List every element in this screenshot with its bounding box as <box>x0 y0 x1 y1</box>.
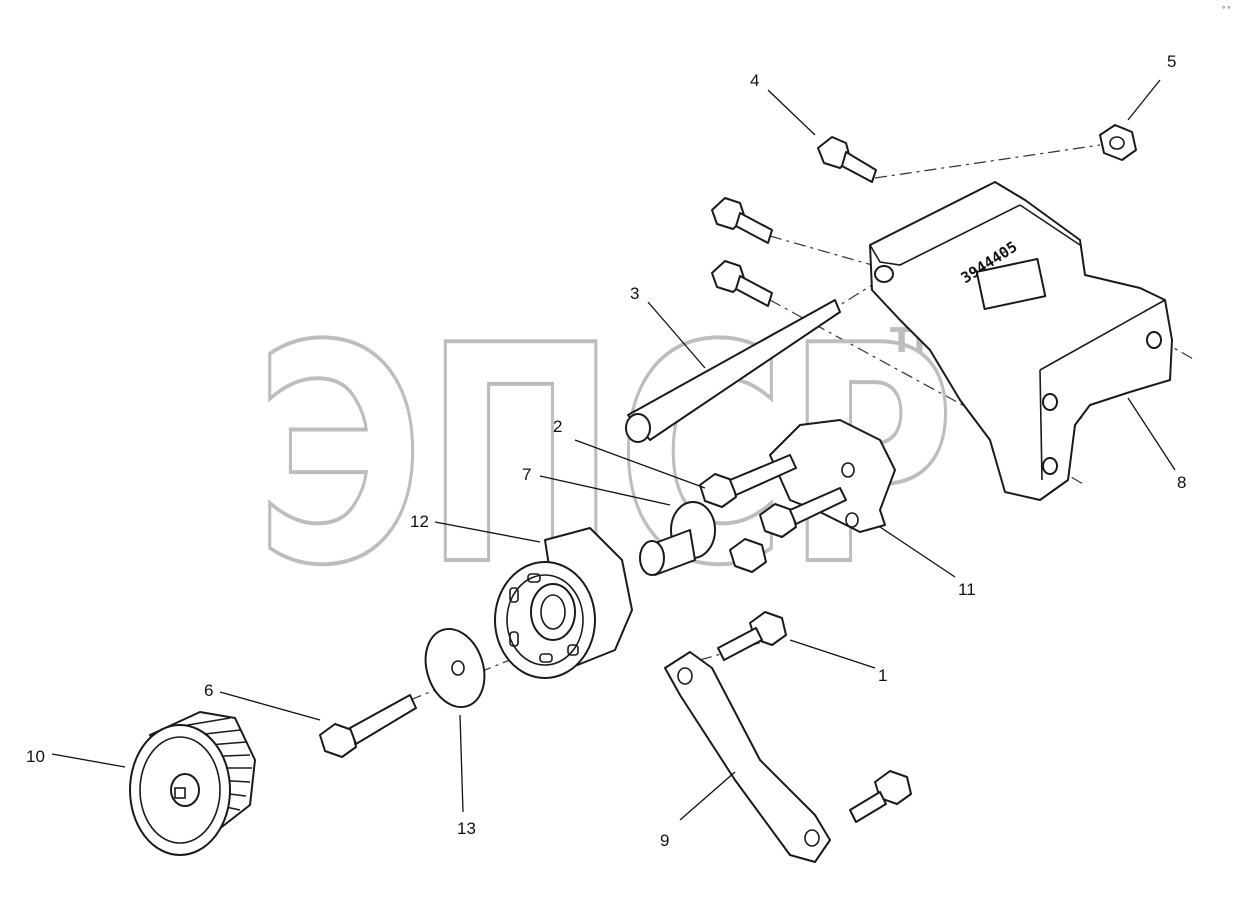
callout-1: 1 <box>878 666 887 685</box>
bolt-part-2 <box>699 454 797 508</box>
callout-11: 11 <box>958 580 976 599</box>
link-arm-part-9 <box>664 651 831 863</box>
bolt-part-6 <box>319 694 417 758</box>
bolt-part-4 <box>817 136 877 183</box>
callout-7: 7 <box>522 465 531 484</box>
callout-5: 5 <box>1167 52 1176 71</box>
pulley-part-10 <box>129 711 256 856</box>
callout-6: 6 <box>204 681 213 700</box>
bolt-lower-b <box>729 538 767 573</box>
nut-part-5 <box>1099 124 1137 161</box>
callout-2: 2 <box>553 417 562 436</box>
bolt-part-1 <box>717 611 787 661</box>
callout-leaders <box>51 79 1176 821</box>
callout-10: 10 <box>26 747 45 766</box>
corner-mark: ° ° <box>1222 5 1231 14</box>
callout-9: 9 <box>660 831 669 850</box>
pin-part-3 <box>625 299 841 443</box>
bracket-part-8: 3944405 <box>869 181 1173 501</box>
bolt-arm-lower <box>849 770 912 823</box>
callout-4: 4 <box>750 71 759 90</box>
washer-part-13 <box>424 627 486 709</box>
callout-8: 8 <box>1177 473 1186 492</box>
bolt-upper-b <box>711 260 773 307</box>
bolt-lower-a <box>759 487 847 538</box>
callout-3: 3 <box>630 284 639 303</box>
callout-numbers: 1 2 3 4 5 6 7 8 9 10 11 12 13 <box>26 52 1186 850</box>
callout-13: 13 <box>457 819 476 838</box>
spacer-part-7 <box>639 501 716 576</box>
callout-12: 12 <box>410 512 429 531</box>
bolt-upper-a <box>711 197 773 244</box>
idler-pulley-part-12 <box>494 527 633 679</box>
